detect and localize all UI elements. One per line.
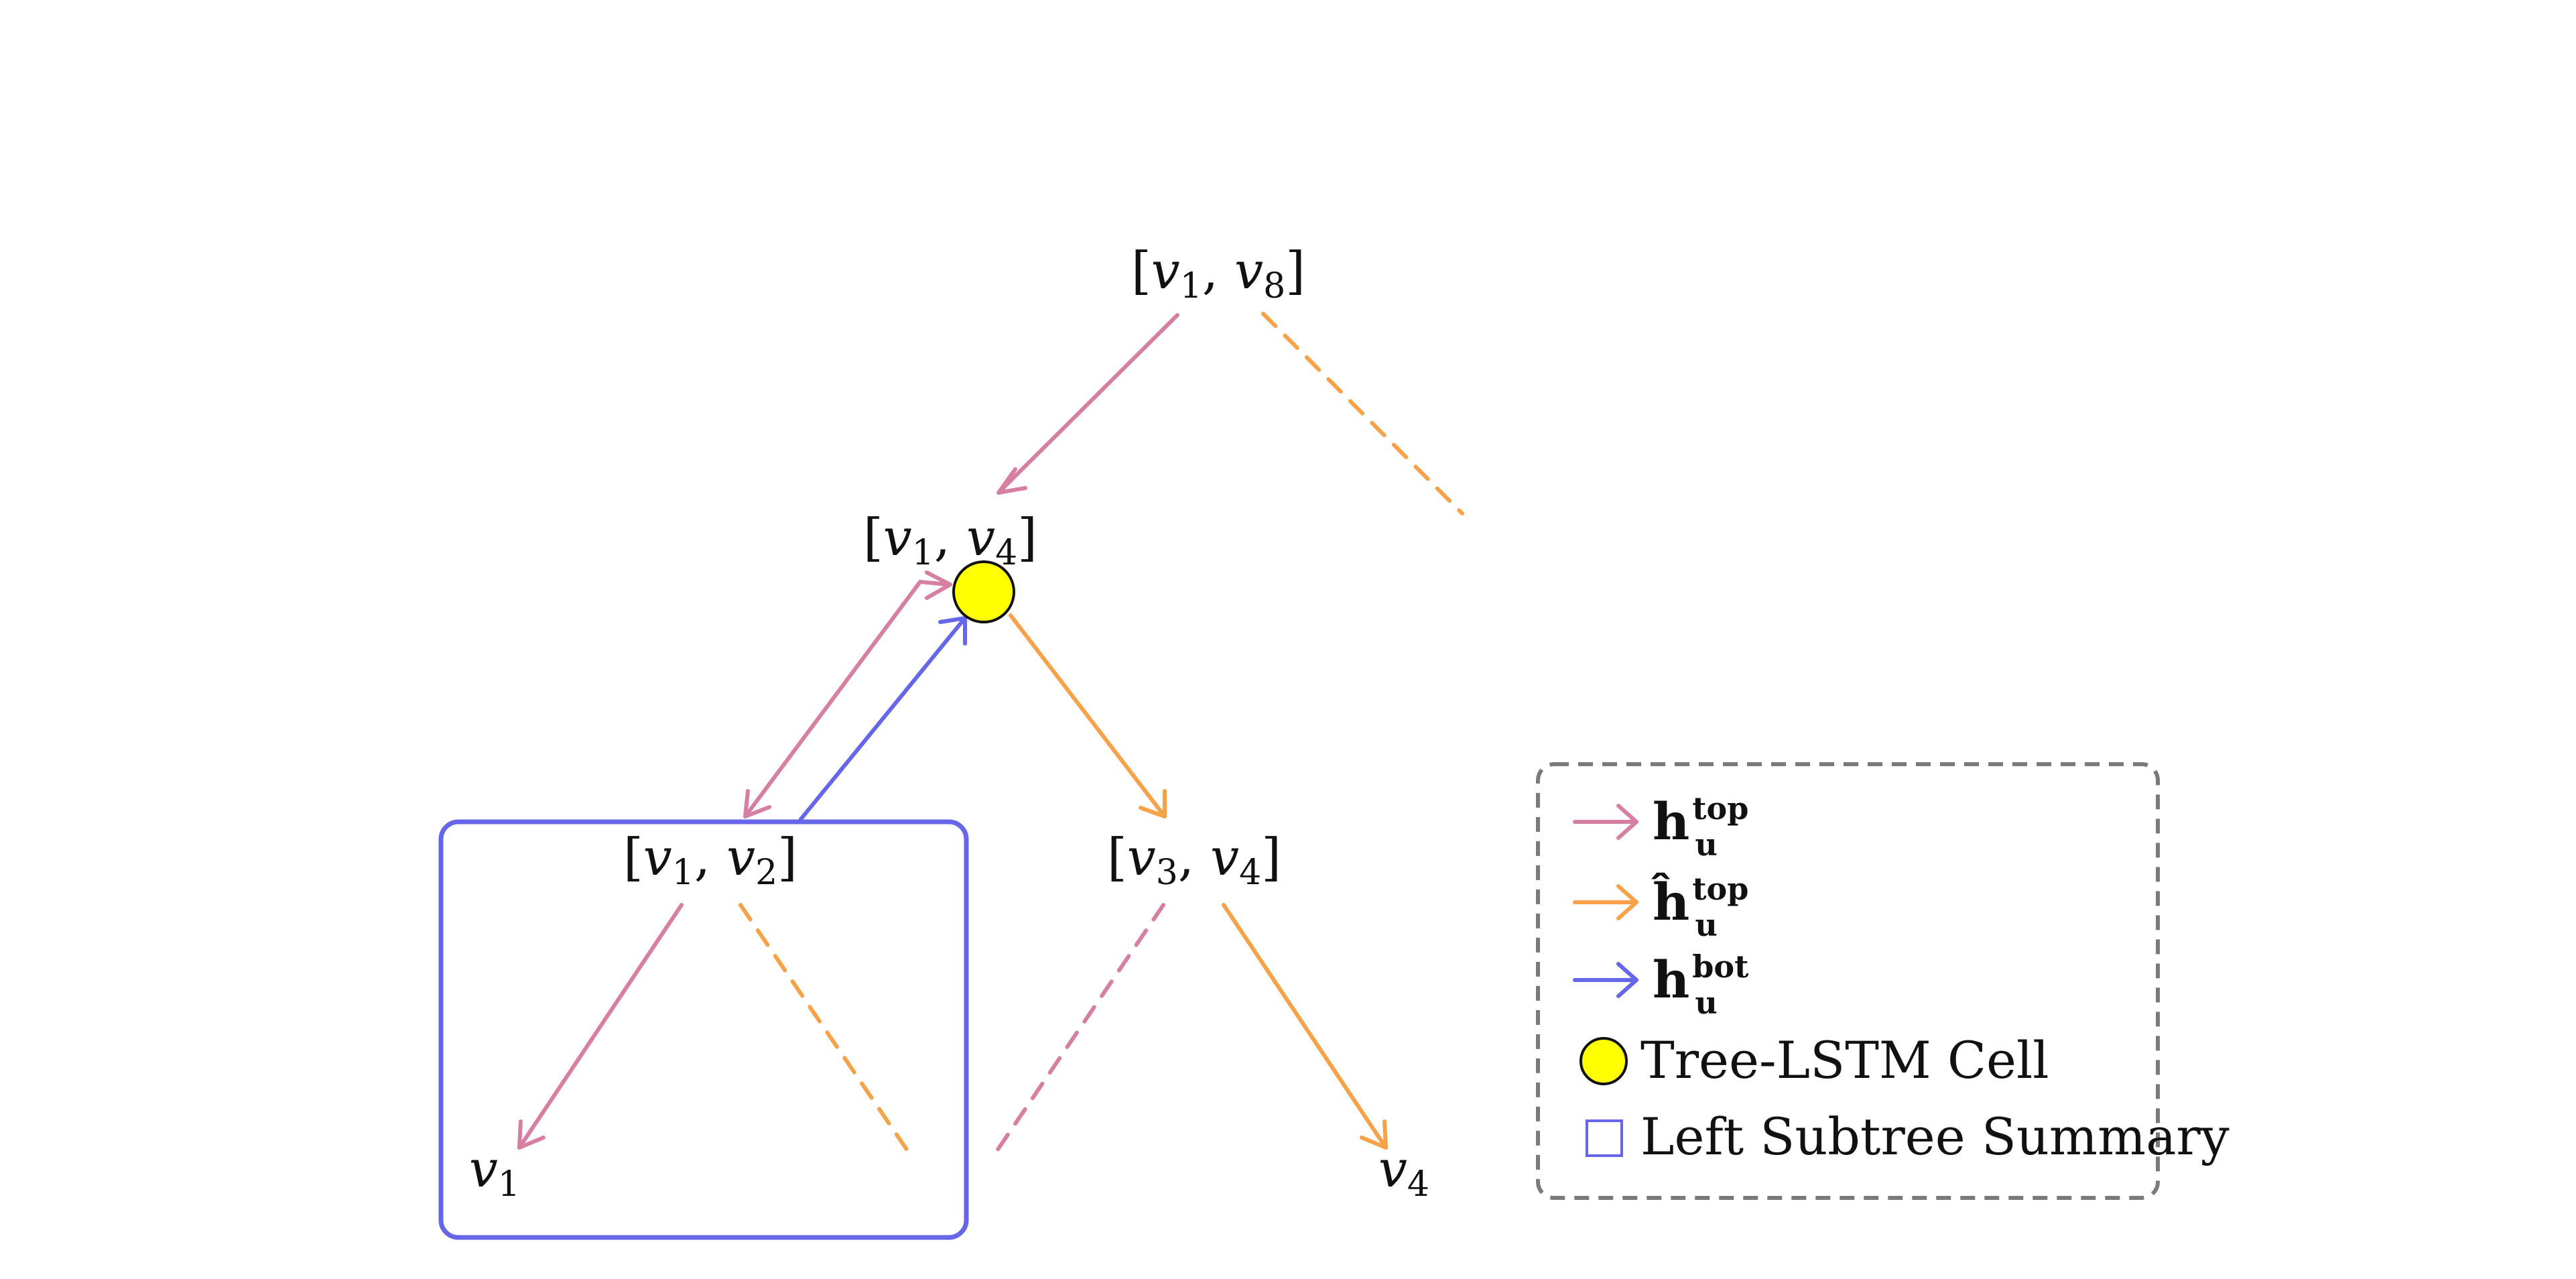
edge-n14-to-n12-arrowhead [743,789,771,818]
edge-n12-right-dashed [738,903,915,1160]
legend-h-top-hat-base: ĥ [1651,872,1689,932]
node-n34-label: [v3, v4] [1107,827,1281,893]
edge-n12-to-v1 [517,903,684,1150]
legend-cell-label: Tree-LSTM Cell [1640,1030,2049,1090]
edge-cell-to-n34 [1009,613,1167,818]
tree-lstm-cell [952,560,1015,623]
legend-frame [1536,762,2160,1200]
legend-item-cell: Tree-LSTM Cell [1580,1030,2049,1090]
edge-top-into-cell-arrowhead [925,570,952,600]
edge-n12-to-v1-arrowhead [517,1119,545,1150]
leaf-v4-label: v4 [1378,1139,1429,1205]
leaf-v1-label: v1 [469,1139,520,1205]
legend-h-top-base: h [1653,792,1689,851]
edge-n14-to-n12 [743,580,950,818]
legend-item-box: Left Subtree Summary [1586,1107,2230,1166]
legend-h-bot-base: h [1653,950,1689,1010]
edge-root-to-n14 [996,313,1179,495]
edge-n34-to-v4-arrowhead [1360,1119,1388,1150]
legend-arrowhead-h-top [1616,804,1638,840]
edge-cell-to-n34-arrowhead [1139,789,1167,818]
node-root-label: [v1, v8] [1131,241,1305,306]
edge-bot-into-cell [799,616,967,821]
legend-arrowhead-h-top-hat [1616,884,1638,920]
legend-cell-icon [1580,1037,1628,1085]
node-n12-label: [v1, v2] [623,827,797,893]
edge-root-right-dashed [1261,312,1464,515]
edge-bot-into-cell-arrowhead [938,616,967,646]
edge-n34-to-v4 [1222,903,1388,1150]
legend-arrowhead-h-bot [1616,962,1638,998]
edge-root-to-n14-arrowhead [996,467,1027,495]
edge-n34-left-dashed [990,903,1165,1160]
legend-box-label: Left Subtree Summary [1640,1107,2230,1166]
node-n14-label: [v1, v4] [863,507,1037,573]
left-subtree-box [438,819,969,1240]
legend-box-icon [1586,1119,1623,1157]
